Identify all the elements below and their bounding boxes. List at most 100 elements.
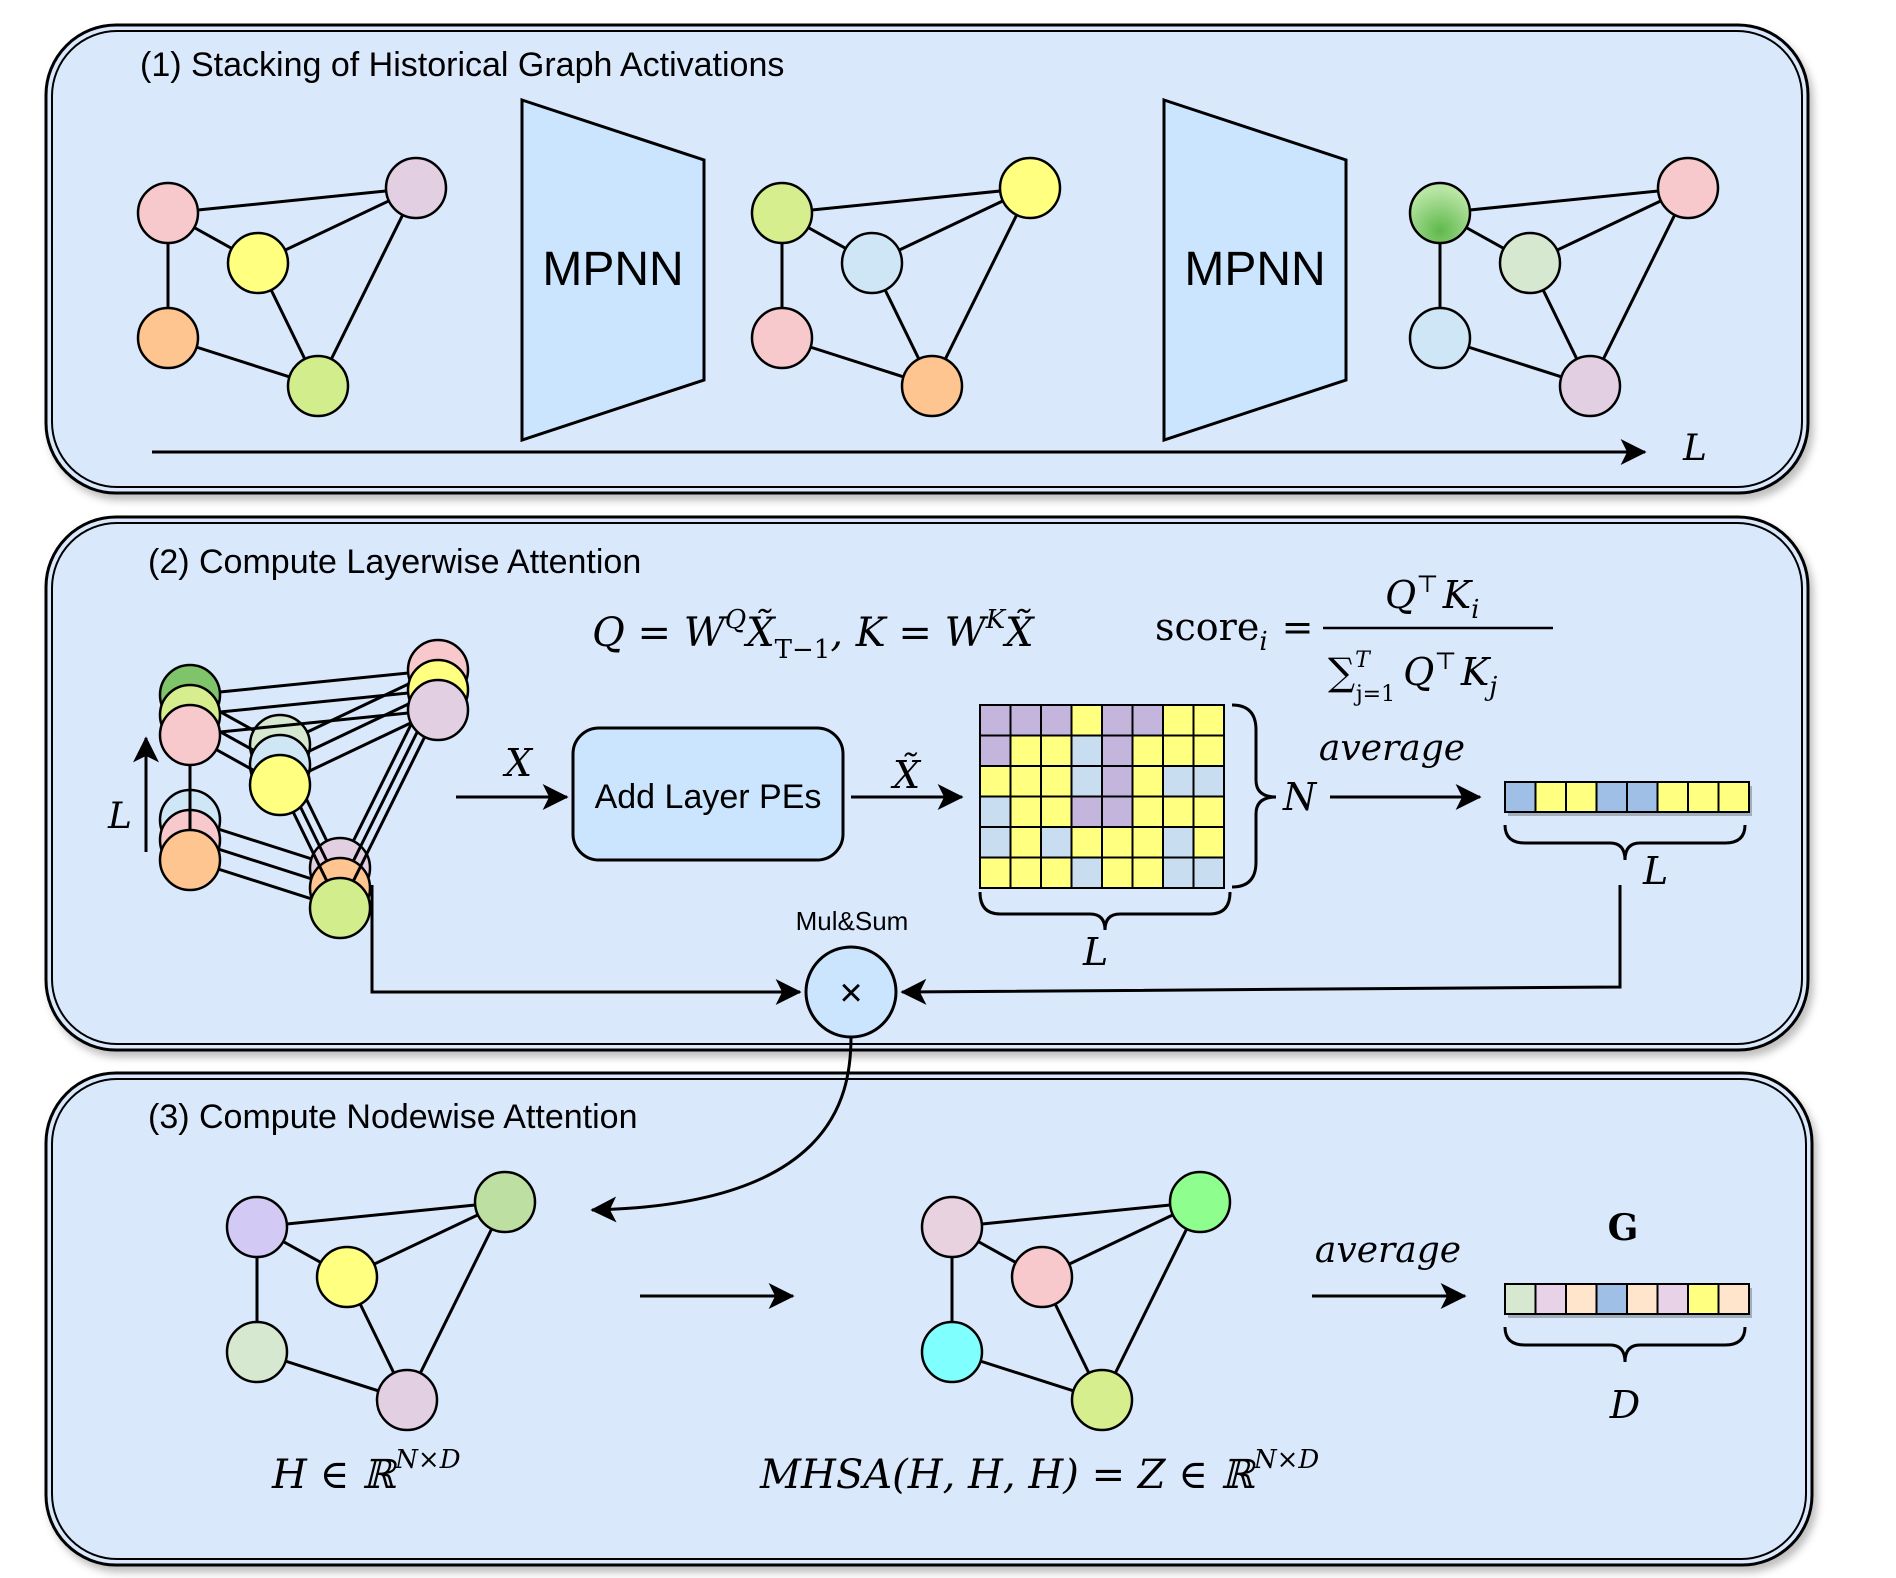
x-tilde-label: X̃ [890,753,922,797]
vector-cell [1717,781,1750,813]
stack-to-mulsum-arrow [370,885,802,1005]
graph-node [158,828,222,892]
svg-text:∑Tj=1Q⊤Kj: ∑Tj=1Q⊤Kj [1328,647,1497,707]
multiply-icon: × [839,971,862,1015]
graph-node [225,1320,289,1384]
matrix-cell [979,856,1012,889]
matrix-cell [1070,765,1103,798]
nodewise-graph-1 [225,1170,537,1432]
matrix-cell [1040,795,1073,828]
layer-weight-vector [1504,781,1752,816]
graph-node [226,231,290,295]
average-label-3: average [1315,1230,1461,1271]
mpnn-block-2: MPNN [1162,97,1348,443]
matrix-cell [1162,795,1195,828]
matrix-cell [1162,765,1195,798]
h-label: H ∈ ℝN×D [271,1445,461,1498]
matrix-cell [979,795,1012,828]
matrix-cell [1131,856,1164,889]
matrix-cell [1101,856,1134,889]
graph-layer-3 [1408,156,1720,418]
matrix-cell [1070,856,1103,889]
graph-node [1498,231,1562,295]
graph-node [998,156,1062,220]
layer-axis-label: L [1682,428,1707,469]
matrix-cell [1040,856,1073,889]
vector-cell [1595,781,1628,813]
vector-cell [1595,1283,1628,1315]
nodewise-graph-2 [920,1170,1232,1432]
mpnn-block-1: MPNN [520,97,706,443]
cols-brace [978,891,1232,931]
graph-node [136,181,200,245]
vector-cell [1687,781,1720,813]
graph-node [136,306,200,370]
graph-edge [189,688,439,717]
graph-edge [1439,186,1689,215]
panel-1-title: (1) Stacking of Historical Graph Activat… [140,46,784,84]
graph-edge [189,668,439,697]
graph-node [406,678,470,742]
matrix-cell [1009,826,1042,859]
panel-1: (1) Stacking of Historical Graph Activat… [44,23,1810,495]
matrix-cell [979,765,1012,798]
matrix-cell [979,734,1012,767]
panel-3: (3) Compute Nodewise Attention H ∈ ℝN×D … [44,1036,1814,1567]
graph-node [920,1195,984,1259]
matrix-cell [1131,765,1164,798]
vector-cell [1656,1283,1689,1315]
graph-node [225,1195,289,1259]
matrix-cell [1070,795,1103,828]
vector-to-mulsum-arrow [900,885,1622,1005]
graph-edge [1588,187,1690,387]
vector-cell [1534,781,1567,813]
matrix-cell [1009,795,1042,828]
matrix-cell [1101,765,1134,798]
graph-node [1168,1170,1232,1234]
vector-label: L [1642,849,1668,893]
mpnn-label: MPNN [1184,243,1325,296]
matrix-cell [1192,734,1225,767]
matrix-cell [1009,734,1042,767]
graph-edge [951,1200,1201,1229]
g-label: G [1608,1207,1639,1249]
graph-edge [338,709,440,909]
graph-node [920,1320,984,1384]
graph-node [1070,1368,1134,1432]
stacked-graph-layer-1 [158,678,470,940]
matrix-cols-label: L [1082,930,1108,974]
mhsa-label: MHSA(H, H, H) = Z ∈ ℝN×D [759,1445,1319,1498]
graph-node [750,181,814,245]
vector-brace [1503,824,1747,861]
mulsum-label: Mul&Sum [796,906,909,936]
matrix-cell [1192,765,1225,798]
graph-node [750,306,814,370]
panel-2: (2) Compute Layerwise Attention L Q = WQ… [44,515,1810,1052]
add-layer-pes-button[interactable]: Add Layer PEs [571,726,845,862]
graph-edge [256,1200,506,1229]
matrix-cell [1192,704,1225,737]
vector-cell [1565,1283,1598,1315]
graph-edge [930,187,1032,387]
x-label: X [502,741,534,785]
vector-cell [1626,781,1659,813]
add-layer-pes-label: Add Layer PEs [595,778,822,816]
matrix-cell [979,826,1012,859]
rows-brace [1231,703,1277,889]
matrix-cell [1192,856,1225,889]
graph-node [375,1368,439,1432]
svg-text:scorei=: scorei= [1155,605,1314,657]
graph-node [308,876,372,940]
matrix-cell [1162,856,1195,889]
graph-node [248,753,312,817]
panel-3-title: (3) Compute Nodewise Attention [148,1098,637,1136]
vector-cell [1504,781,1537,813]
graph-node [1010,1245,1074,1309]
vector-cell [1565,781,1598,813]
matrix-cell [1162,826,1195,859]
matrix-cell [1070,826,1103,859]
graph-edge [405,1201,507,1401]
vector-cell [1717,1283,1750,1315]
matrix-cell [1131,795,1164,828]
graph-edge [316,187,418,387]
